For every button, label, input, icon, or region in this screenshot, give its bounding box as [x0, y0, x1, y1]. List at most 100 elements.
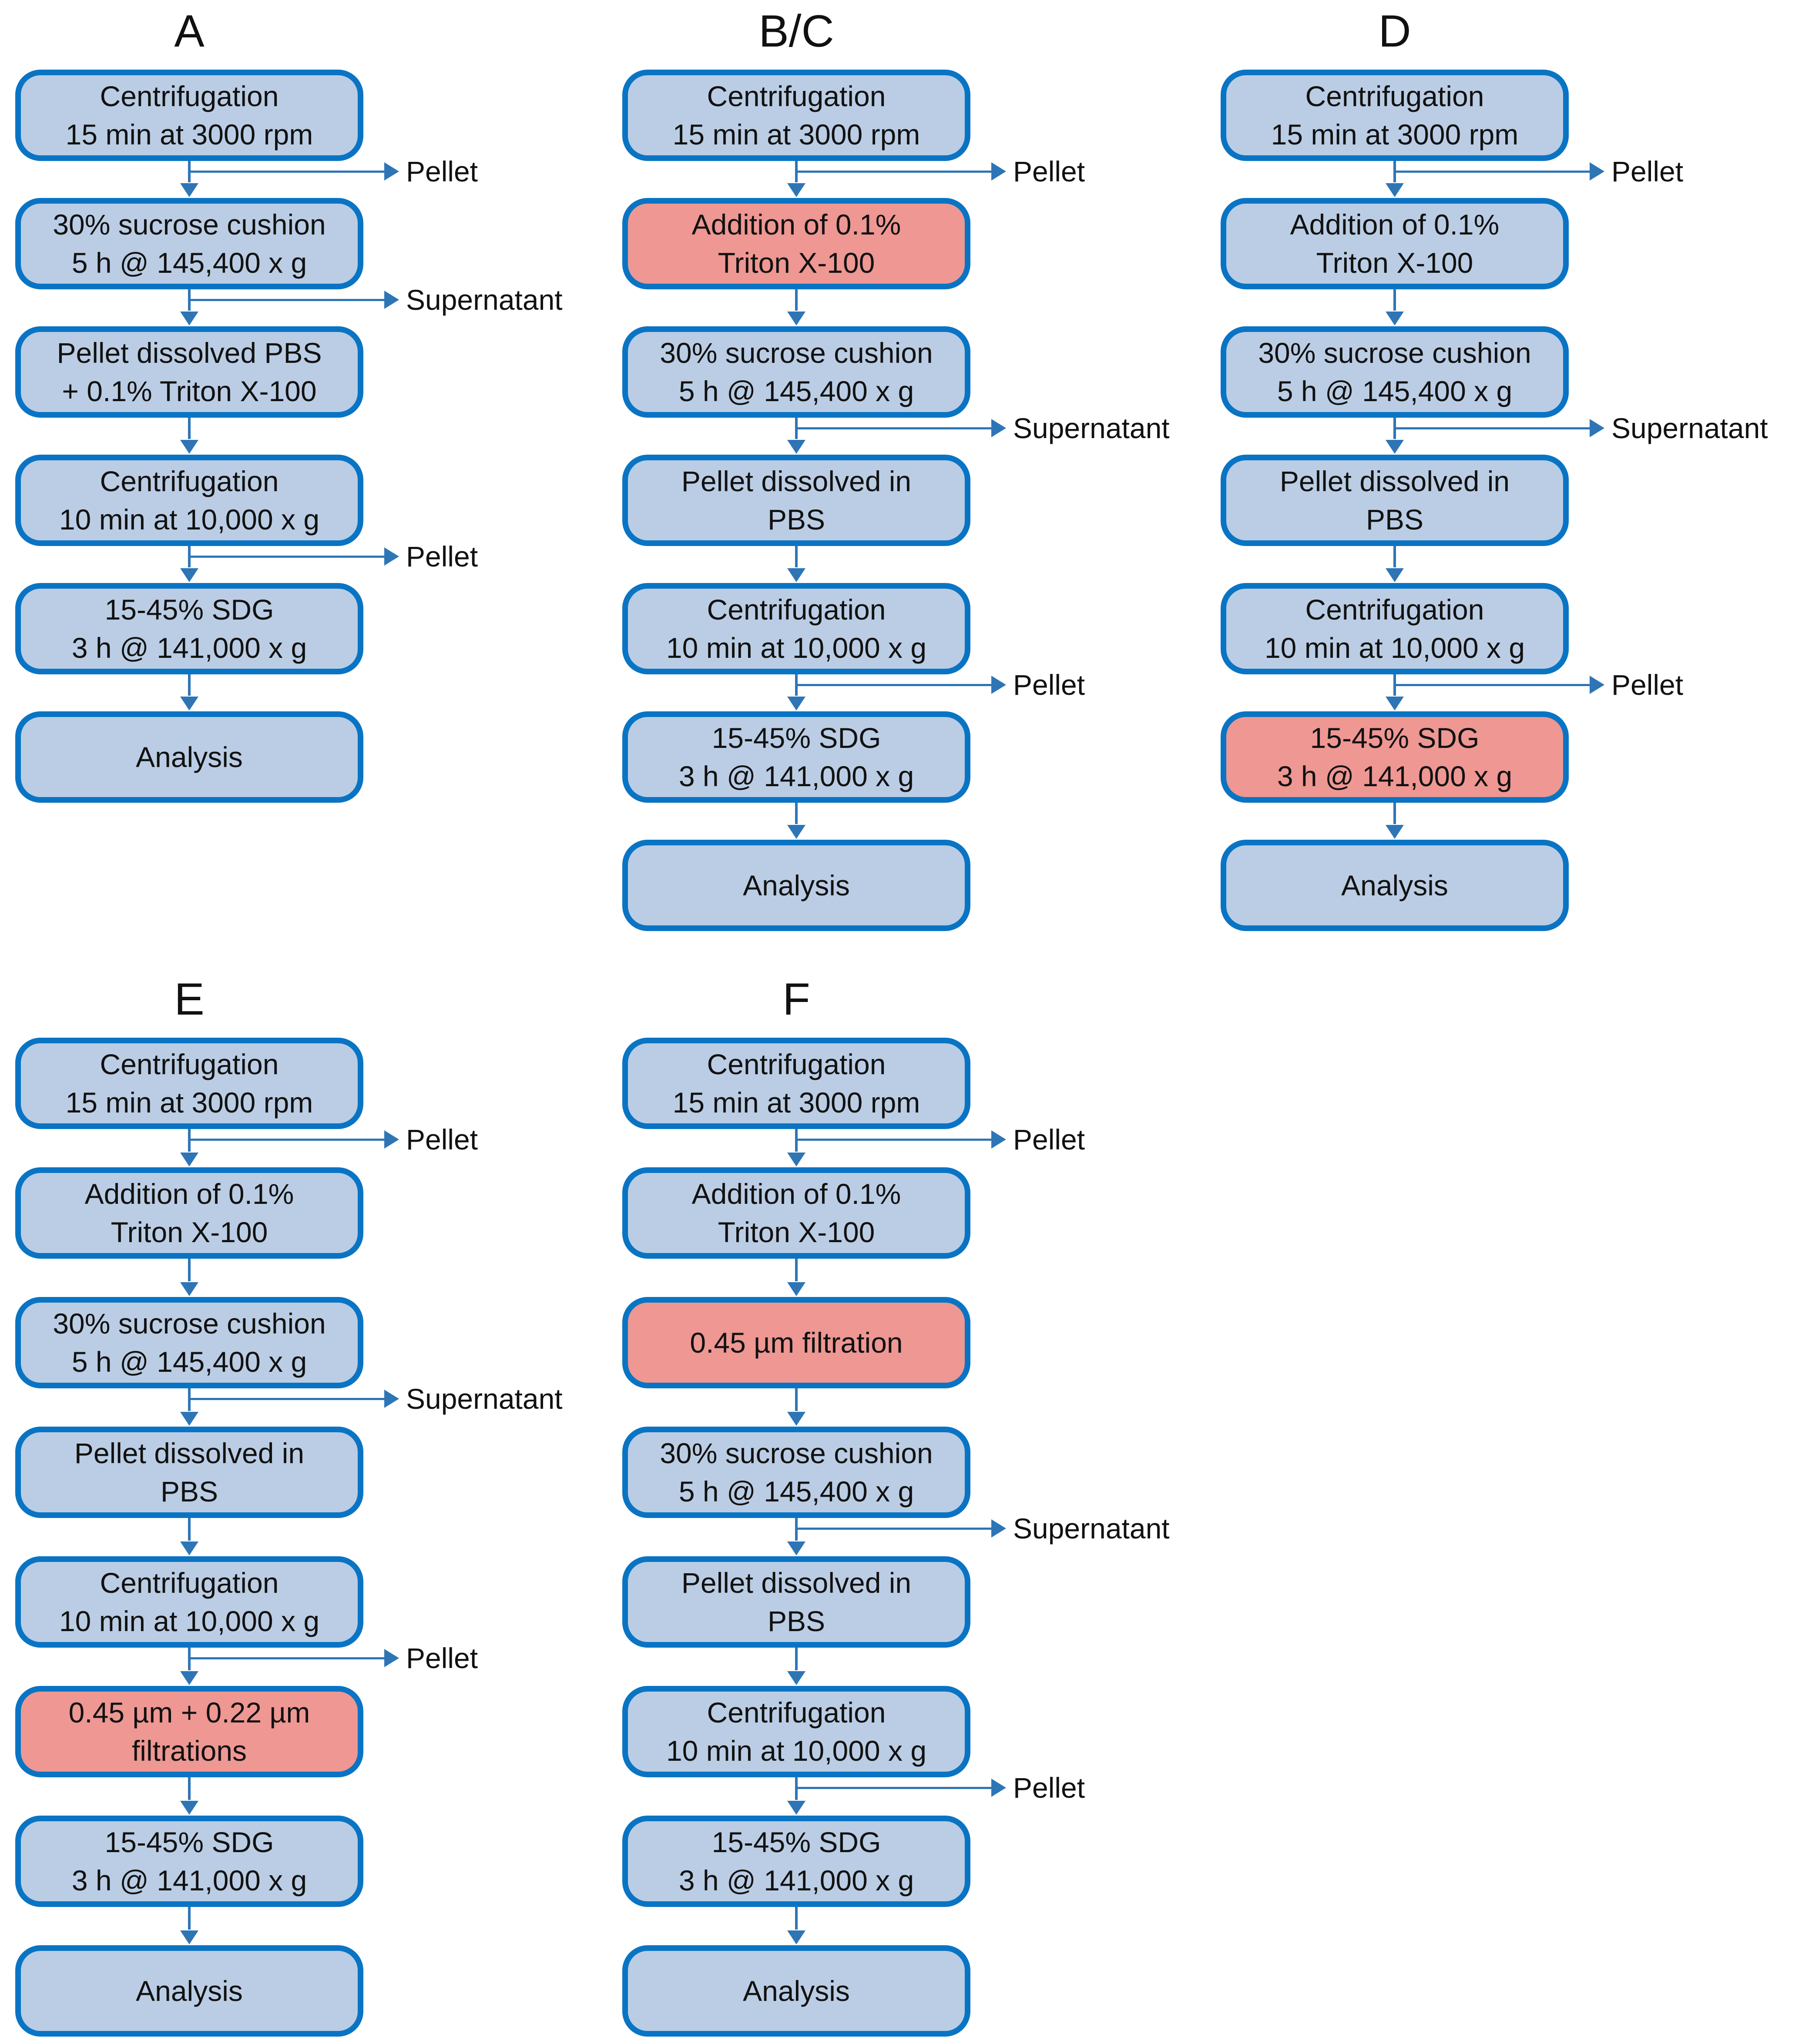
step-box: Analysis [622, 1945, 970, 2037]
arrow-down-icon [180, 1282, 198, 1296]
flow-connector-line [1393, 546, 1396, 567]
step-text-line: 5 h @ 145,400 x g [71, 247, 307, 279]
arrow-right-icon [991, 676, 1006, 694]
step-text-line: Addition of 0.1% [691, 1178, 901, 1210]
step-text-line: 3 h @ 141,000 x g [678, 760, 914, 792]
step-text-line: Triton X-100 [718, 247, 875, 279]
step-text-line: 15-45% SDG [104, 1826, 274, 1858]
step-text-line: Centrifugation [707, 1696, 886, 1729]
branch-label: Pellet [1013, 669, 1085, 701]
step-text-line: Analysis [136, 1975, 243, 2007]
arrow-down-icon [787, 1153, 805, 1166]
arrow-down-icon [787, 1282, 805, 1296]
branch-line [796, 1528, 992, 1530]
step-text-line: 30% sucrose cushion [660, 337, 933, 369]
step-text-line: PBS [160, 1475, 218, 1508]
arrow-down-icon [1386, 183, 1404, 197]
flow-connector-line [1393, 289, 1396, 311]
arrow-right-icon [384, 1390, 399, 1408]
branch-line [796, 684, 992, 686]
arrow-down-icon [787, 1671, 805, 1685]
branch-label: Supernatant [1013, 412, 1170, 444]
step-text-line: 15 min at 3000 rpm [672, 1086, 920, 1119]
step-text-line: 3 h @ 141,000 x g [71, 1864, 307, 1897]
step-box: 0.45 µm + 0.22 µm filtrations [15, 1686, 363, 1777]
arrow-down-icon [180, 1153, 198, 1166]
step-text-line: Triton X-100 [111, 1216, 268, 1248]
step-box: Addition of 0.1% Triton X-100 [15, 1167, 363, 1259]
column-title: A [174, 6, 205, 57]
arrow-right-icon [1590, 419, 1604, 437]
arrow-right-icon [384, 162, 399, 181]
step-text-line: 30% sucrose cushion [1258, 337, 1531, 369]
step-text-line: 15 min at 3000 rpm [65, 118, 313, 151]
step-text-line: Centrifugation [1305, 593, 1484, 626]
arrow-down-icon [787, 825, 805, 839]
step-box: 30% sucrose cushion 5 h @ 145,400 x g [15, 198, 363, 289]
flow-connector-line [795, 803, 798, 824]
flow-connector-line [188, 674, 191, 696]
flow-connector-line [188, 418, 191, 439]
branch-line [189, 1139, 385, 1141]
step-box: Centrifugation 15 min at 3000 rpm [1221, 70, 1569, 161]
step-text-line: Analysis [743, 869, 850, 901]
step-text-line: Addition of 0.1% [1290, 208, 1500, 241]
arrow-down-icon [787, 1930, 805, 1944]
step-text-line: PBS [767, 1605, 825, 1637]
branch-label: Pellet [1611, 155, 1684, 188]
branch-label: Pellet [1013, 155, 1085, 188]
arrow-down-icon [787, 312, 805, 325]
arrow-down-icon [1386, 697, 1404, 710]
step-text-line: 0.45 µm filtration [690, 1327, 903, 1359]
branch-line [1395, 171, 1591, 173]
branch-line [1395, 427, 1591, 429]
branch-label: Supernatant [1611, 412, 1768, 444]
step-text-line: 30% sucrose cushion [53, 1307, 326, 1340]
arrow-down-icon [180, 1801, 198, 1815]
arrow-down-icon [180, 1541, 198, 1555]
flow-connector-line [795, 1388, 798, 1411]
step-box: Analysis [15, 1945, 363, 2037]
arrow-down-icon [1386, 568, 1404, 582]
branch-line [1395, 684, 1591, 686]
branch-line [796, 1787, 992, 1789]
step-text-line: 3 h @ 141,000 x g [1277, 760, 1513, 792]
arrow-right-icon [384, 1130, 399, 1149]
step-text-line: 0.45 µm + 0.22 µm [68, 1696, 310, 1729]
arrow-right-icon [991, 162, 1006, 181]
step-text-line: Centrifugation [707, 80, 886, 112]
step-box: Pellet dissolved PBS+ 0.1% Triton X-100 [15, 326, 363, 418]
flow-connector-line [795, 289, 798, 311]
flow-connector-line [795, 546, 798, 567]
step-text-line: 15-45% SDG [104, 593, 274, 626]
arrow-down-icon [787, 183, 805, 197]
step-text-line: Centrifugation [1305, 80, 1484, 112]
branch-line [796, 427, 992, 429]
step-text-line: Addition of 0.1% [84, 1178, 294, 1210]
step-text-line: 30% sucrose cushion [53, 208, 326, 241]
arrow-down-icon [1386, 312, 1404, 325]
step-box: 0.45 µm filtration [622, 1297, 970, 1388]
step-text-line: 15-45% SDG [711, 1826, 881, 1858]
branch-label: Supernatant [406, 1383, 563, 1415]
step-text-line: 15 min at 3000 rpm [1271, 118, 1519, 151]
step-text-line: 10 min at 10,000 x g [59, 1605, 320, 1637]
step-text-line: 30% sucrose cushion [660, 1437, 933, 1469]
arrow-right-icon [384, 291, 399, 309]
step-box: 15-45% SDG 3 h @ 141,000 x g [15, 1816, 363, 1907]
flow-connector-line [188, 1259, 191, 1281]
step-text-line: 15 min at 3000 rpm [672, 118, 920, 151]
step-text-line: Analysis [1341, 869, 1448, 901]
flow-connector-line [188, 1518, 191, 1541]
branch-label: Pellet [1013, 1123, 1085, 1156]
step-text-line: filtrations [131, 1735, 247, 1767]
step-text-line: Analysis [136, 741, 243, 773]
